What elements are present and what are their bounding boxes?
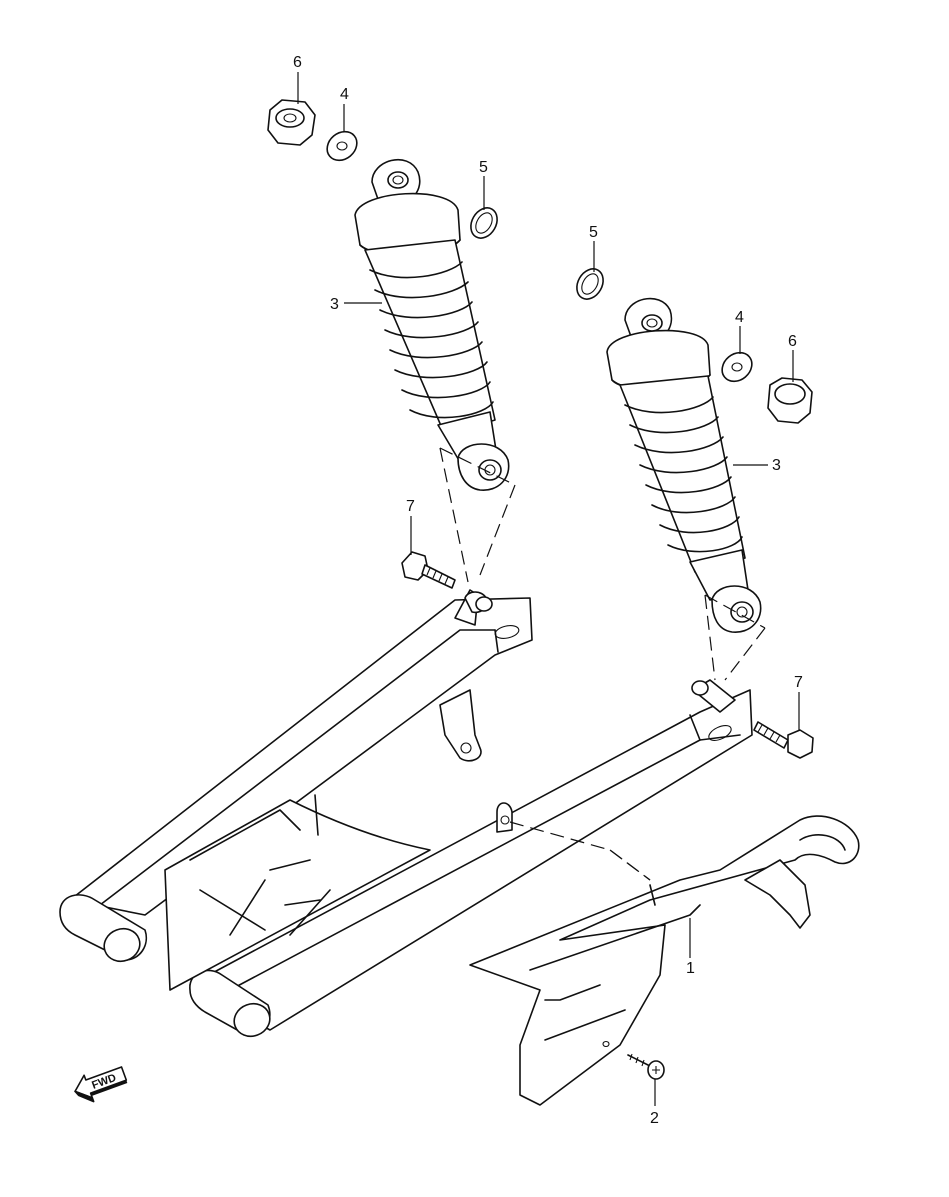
callout-5-right: 5: [589, 224, 598, 241]
callout-6-left: 6: [293, 54, 302, 71]
callout-4-right: 4: [735, 309, 744, 326]
shock-absorber-left[interactable]: [354, 158, 516, 583]
screw[interactable]: [627, 1053, 665, 1080]
bolt-right[interactable]: [691, 680, 814, 759]
callout-1: 1: [686, 960, 695, 977]
callout-6-right: 6: [788, 333, 797, 350]
chain-case[interactable]: [469, 815, 860, 1106]
nut-right[interactable]: [767, 377, 813, 424]
callout-2: 2: [650, 1110, 659, 1127]
shock-absorber-right[interactable]: [606, 297, 766, 681]
callout-7-left: 7: [406, 498, 415, 515]
leader-lines: [297, 72, 800, 1106]
nut-left[interactable]: [267, 99, 316, 146]
bolt-left[interactable]: [401, 551, 493, 614]
washer-left[interactable]: [321, 126, 362, 166]
callout-3-right: 3: [772, 457, 781, 474]
callout-3-left: 3: [330, 296, 339, 313]
washer-right[interactable]: [716, 347, 757, 387]
callout-5-left: 5: [479, 159, 488, 176]
ring-right[interactable]: [572, 264, 609, 304]
ring-left[interactable]: [466, 203, 503, 243]
fwd-arrow-icon: FWD: [74, 1066, 128, 1103]
callout-4-left: 4: [340, 86, 349, 103]
swingarm[interactable]: [59, 589, 753, 1041]
callout-7-right: 7: [794, 674, 803, 691]
